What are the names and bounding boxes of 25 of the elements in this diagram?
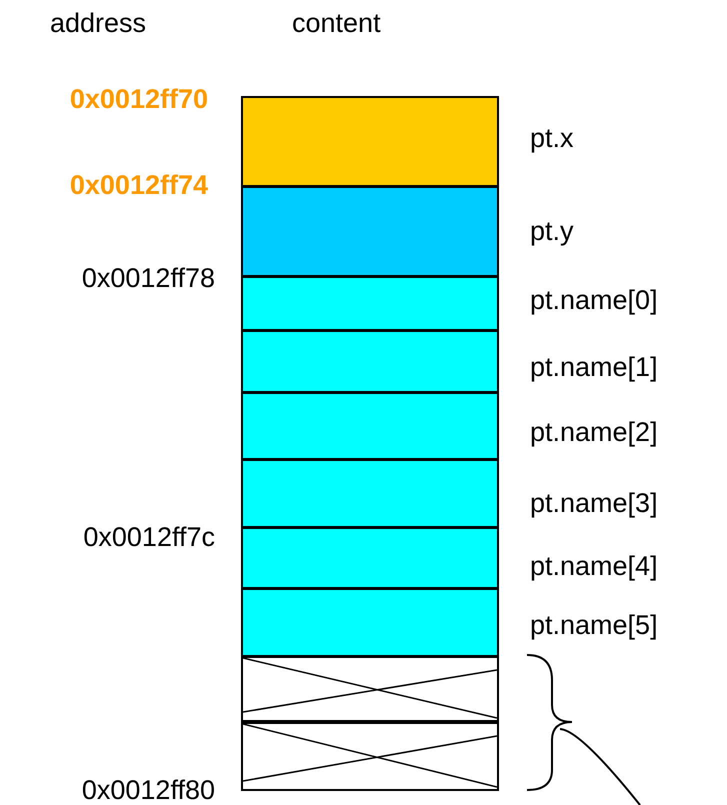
memory-cell: [241, 392, 499, 460]
address-label: 0x0012ff80: [82, 775, 215, 805]
memory-cell: [241, 588, 499, 657]
memory-cell: [241, 330, 499, 393]
field-name: pt.name[5]: [530, 610, 658, 640]
field-name: pt.name[4]: [530, 551, 658, 581]
address-label: 0x0012ff74: [70, 170, 208, 200]
field-name: pt.name[3]: [530, 488, 658, 518]
memory-cell: [241, 459, 499, 528]
memory-cell: [241, 276, 499, 331]
memory-cell: [241, 96, 499, 187]
memory-cell: [241, 527, 499, 589]
memory-cell: [241, 186, 499, 277]
field-name: pt.y: [530, 216, 574, 246]
padding-cell: [241, 656, 499, 722]
column-header: content: [292, 8, 381, 38]
address-label: 0x0012ff7c: [83, 522, 215, 552]
field-name: pt.x: [530, 123, 574, 153]
field-name: pt.name[2]: [530, 417, 658, 447]
address-label: 0x0012ff78: [82, 263, 215, 293]
column-header: address: [50, 8, 146, 38]
field-name: pt.name[1]: [530, 352, 658, 382]
address-label: 0x0012ff70: [70, 84, 208, 114]
field-name: pt.name[0]: [530, 285, 658, 315]
padding-cell: [241, 722, 499, 791]
